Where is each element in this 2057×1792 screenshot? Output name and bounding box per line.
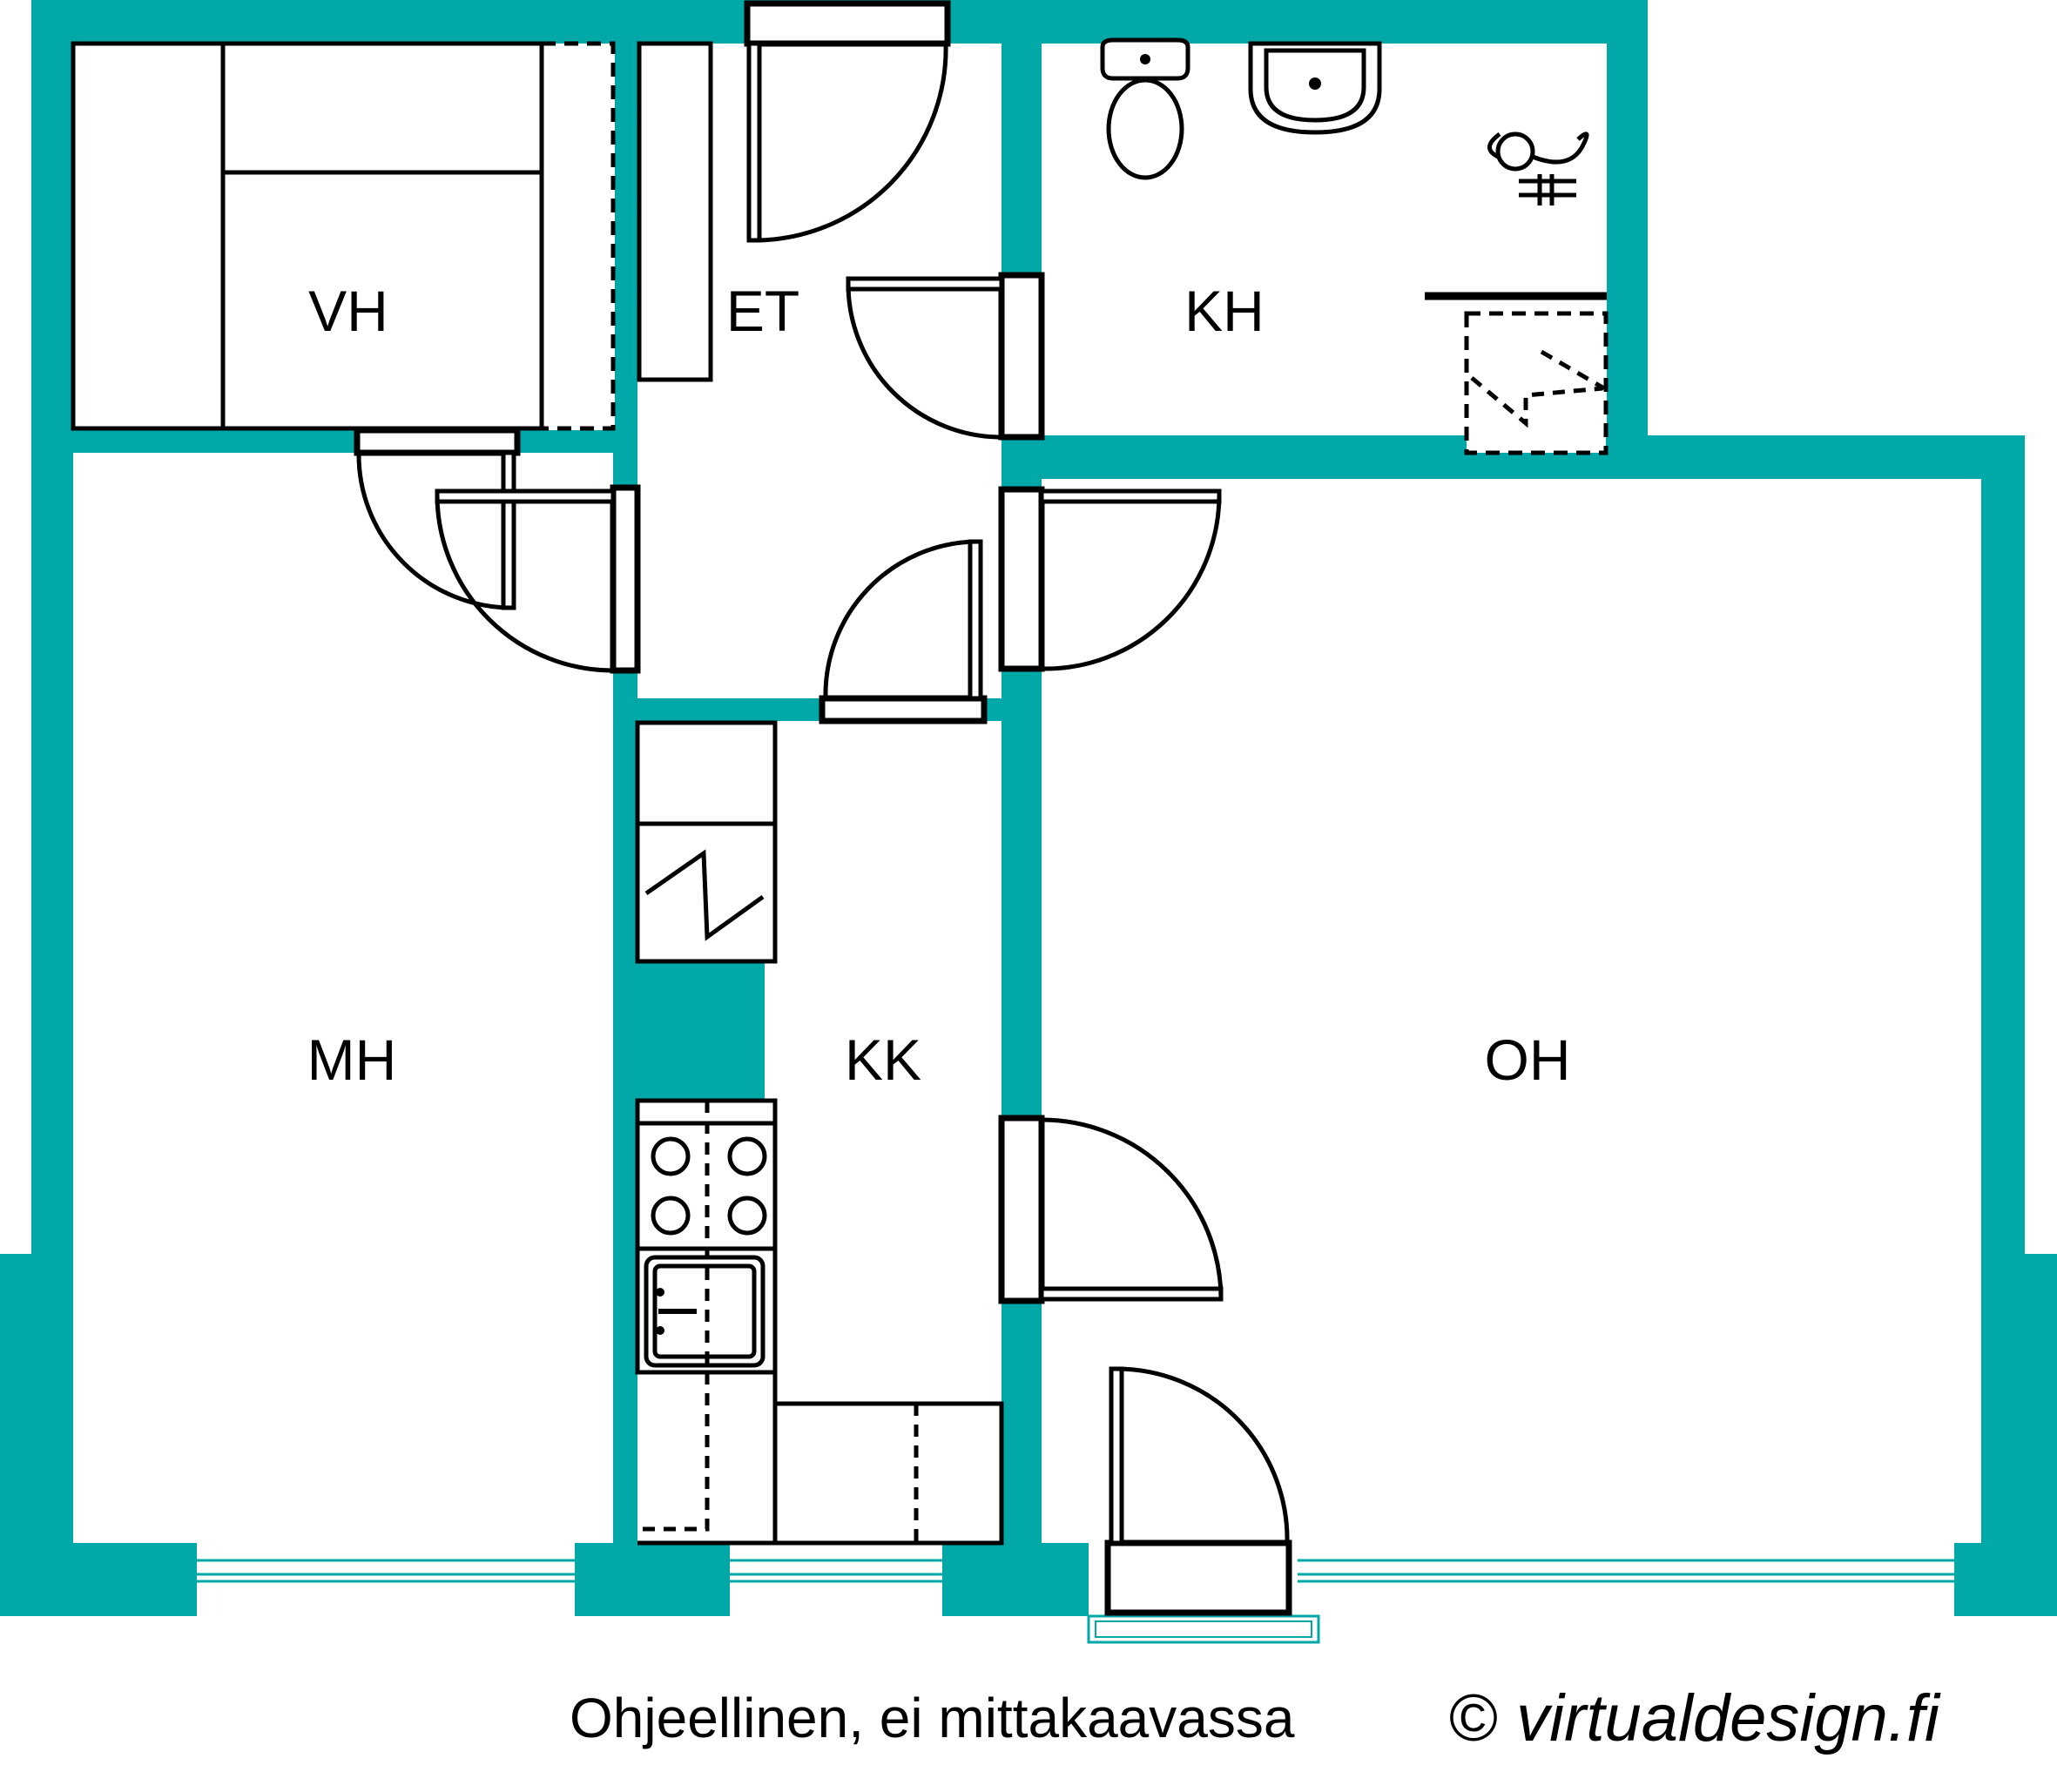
room-label-kh: KH: [1184, 279, 1265, 343]
copyright-symbol: ©: [1449, 1681, 1498, 1755]
room-label-oh: OH: [1485, 1027, 1571, 1092]
wardrobe-et: [637, 41, 713, 382]
door-kk: [819, 539, 988, 724]
wardrobe-vh: [71, 41, 616, 431]
walls: [0, 0, 2057, 1616]
door-vh: [354, 427, 521, 610]
room-label-mh: MH: [307, 1027, 397, 1092]
door-entrance: [744, 0, 951, 243]
window-kk: [730, 1543, 942, 1616]
kitchen-counter: [637, 1101, 1004, 1546]
washing-machine: [1464, 311, 1609, 455]
fixtures: [71, 0, 1609, 1616]
room-label-kk: KK: [845, 1027, 921, 1092]
door-oh-upper: [998, 486, 1222, 672]
window-mh: [197, 1543, 575, 1616]
door-balcony: [1104, 1366, 1292, 1616]
room-label-vh: VH: [308, 279, 388, 343]
room-labels: VH ET KH MH KK OH: [307, 279, 1571, 1092]
door-mh: [435, 484, 641, 674]
shower: [1487, 131, 1589, 205]
copyright: © virtualdesign.fi: [1449, 1684, 1939, 1754]
copyright-text[interactable]: virtualdesign.fi: [1516, 1681, 1939, 1755]
disclaimer-note: Ohjeellinen, ei mittakaavassa: [570, 1687, 1295, 1749]
washbasin: [1248, 41, 1382, 135]
door-et-kh: [846, 272, 1045, 441]
fridge: [635, 720, 778, 964]
toilet: [1100, 37, 1190, 180]
room-label-et: ET: [726, 279, 799, 343]
door-oh-kk: [998, 1115, 1224, 1304]
